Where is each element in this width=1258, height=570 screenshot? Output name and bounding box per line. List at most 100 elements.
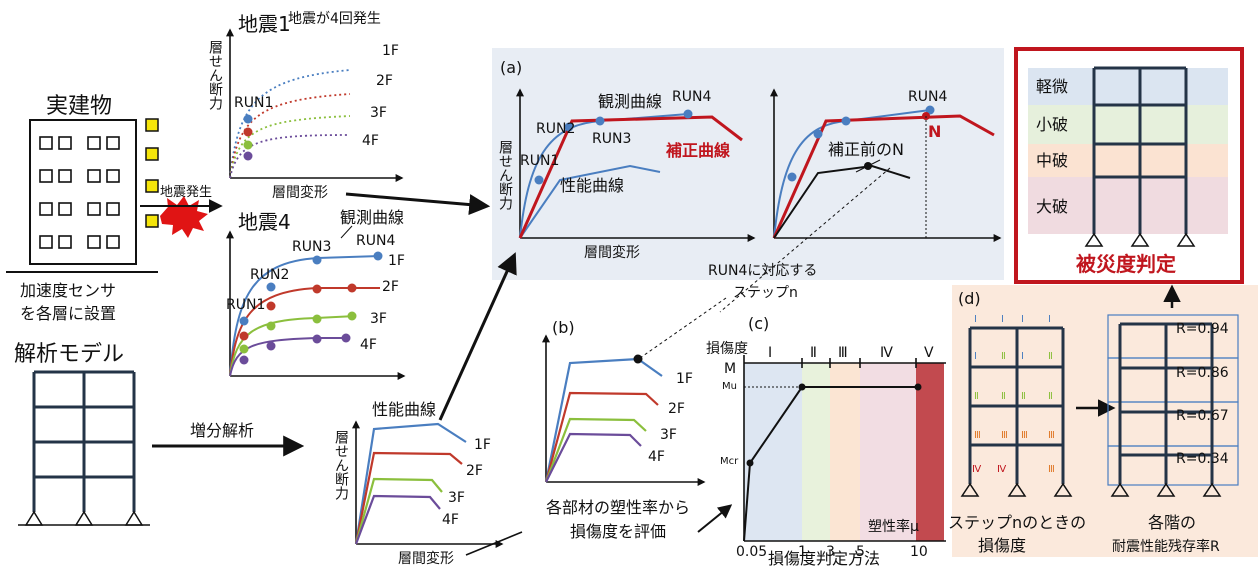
dmg-1f-1: Ⅲ: [974, 430, 981, 441]
eq4-curves: [229, 255, 381, 377]
eq1-run-label: RUN1: [234, 95, 274, 111]
panel-c-mu-axis-label: 塑性率μ: [868, 519, 919, 535]
dmg-4f-3: Ⅰ: [1021, 314, 1024, 325]
result-supports: [1084, 232, 1196, 247]
result-level-3: 中破: [1036, 151, 1069, 170]
model-supports: [18, 510, 150, 526]
panel-a-n-label: N: [928, 122, 942, 141]
eq1-floor-3: 3F: [370, 105, 387, 121]
panel-b-floor-2: 2F: [668, 401, 685, 417]
panel-c-level-2: Ⅱ: [810, 345, 817, 361]
ratio-floor-4: R=0.94: [1176, 321, 1229, 337]
panel-c-tick-3: 3: [826, 544, 835, 560]
result-level-1: 軽微: [1036, 77, 1069, 96]
to-panel-a-arrow: [345, 192, 491, 216]
eq4-run-3: RUN3: [292, 239, 332, 255]
building-title: 実建物: [46, 94, 113, 119]
sensor-caption-1: 加速度センサ: [20, 281, 117, 300]
panel-c-m-label: M: [724, 361, 737, 377]
perf-floor-3: 3F: [448, 490, 465, 506]
ratio-caption-1: 各階の: [1148, 513, 1197, 532]
eq1-axes: [226, 28, 404, 182]
dmg-4f-2: Ⅰ: [1001, 314, 1004, 325]
panel-a-observed-label: 観測曲線: [598, 92, 663, 111]
eq4-axes: [226, 230, 406, 380]
panel-c-tick-2: 1: [798, 544, 807, 560]
eq1-curves: [229, 69, 351, 179]
dmg-3f-1: Ⅰ: [974, 351, 977, 362]
dmg-2f-1: Ⅱ: [974, 391, 979, 402]
model-title: 解析モデル: [14, 342, 125, 367]
result-frame: [1092, 66, 1188, 234]
eq4-run-2: RUN2: [250, 267, 290, 283]
panel-c-level-5: Ⅴ: [924, 345, 934, 361]
eq1-xlabel: 層間変形: [272, 185, 328, 201]
incremental-label: 増分解析: [190, 421, 255, 440]
dmg-2f-4: Ⅱ: [1048, 391, 1053, 402]
eq4-curve-label: 観測曲線: [340, 208, 405, 227]
eq4-callout-line: [340, 225, 353, 239]
panel-a-performance-curve: [519, 164, 661, 239]
analysis-model-frame: [32, 370, 136, 512]
panel-a-right-axes: [770, 88, 1002, 242]
panel-c-mu: Mu: [722, 381, 737, 392]
ratio-floor-3: R=0.86: [1176, 365, 1229, 381]
result-level-4: 大破: [1036, 197, 1069, 216]
panel-d-supports: [960, 482, 1073, 497]
panel-b-axes: [542, 334, 706, 486]
panel-a-xlabel: 層間変形: [584, 245, 640, 261]
result-bands: [1028, 68, 1228, 234]
eq1-floor-4: 4F: [362, 133, 379, 149]
panel-c-tick-1: 0.05: [736, 544, 768, 560]
panel-a-run-4: RUN4: [672, 89, 712, 105]
eq4-run-1: RUN1: [226, 297, 266, 313]
earthquake-label: 地震発生: [160, 185, 213, 200]
dmg-4f-4: Ⅰ: [1048, 314, 1051, 325]
panel-b-caption-1: 各部材の塑性率から: [546, 498, 691, 517]
panel-b-tag: (b): [552, 318, 575, 337]
perf-ylabel: 層せん断力: [333, 430, 349, 500]
panel-c-tick-4: 5: [856, 544, 865, 560]
eq4-title: 地震4: [238, 210, 291, 234]
eq1-subtitle: 地震が4回発生: [288, 11, 381, 27]
panel-b-caption-2: 損傷度を評価: [570, 522, 667, 541]
panel-c-level-4: Ⅳ: [880, 345, 893, 361]
dmg-0f-4: Ⅲ: [1048, 464, 1055, 475]
b-to-c-arrow: [697, 504, 733, 533]
panel-a-tag: (a): [500, 58, 523, 77]
dmg-3f-4: Ⅱ: [1048, 351, 1053, 362]
panel-c-bands: [744, 363, 944, 541]
dmg-2f-3: Ⅱ: [1021, 391, 1026, 402]
panel-c-level-3: Ⅲ: [838, 345, 848, 361]
dmg-1f-2: Ⅲ: [1001, 430, 1008, 441]
eq4-floor-3: 3F: [370, 311, 387, 327]
panel-b-curves: [544, 357, 663, 483]
ratio-floor-1: R=0.34: [1176, 451, 1229, 467]
panel-c-axes: [743, 355, 946, 542]
perf-xlabel: 層間変形: [398, 551, 454, 567]
eq4-run-4: RUN4: [356, 233, 396, 249]
panel-a-ylabel: 層せん断力: [497, 140, 513, 210]
perf-title: 性能曲線: [372, 400, 437, 419]
eq4-points: [239, 251, 383, 365]
step-n-link-line-a: [719, 167, 891, 313]
panel-a-right-run-4: RUN4: [908, 89, 948, 105]
ratio-frame: [1118, 322, 1214, 484]
perf-floor-1: 1F: [474, 437, 491, 453]
ratio-caption-2: 耐震性能残存率R: [1112, 539, 1220, 555]
panel-a-background: [492, 48, 1004, 280]
perf-curves: [354, 422, 467, 545]
eq4-floor-2: 2F: [382, 279, 399, 295]
perf-floor-4: 4F: [442, 512, 459, 528]
dmg-0f-2: Ⅳ: [997, 464, 1007, 475]
panel-c-caption: 損傷度判定方法: [768, 549, 881, 568]
panel-d-frame: [968, 326, 1065, 484]
dmg-1f-3: Ⅲ: [1021, 430, 1028, 441]
result-level-2: 小破: [1036, 115, 1069, 134]
panel-d-background: [952, 285, 1258, 557]
ratio-floor-2: R=0.67: [1176, 408, 1229, 424]
perf-axes: [352, 420, 504, 548]
panel-c-points: [746, 383, 922, 467]
